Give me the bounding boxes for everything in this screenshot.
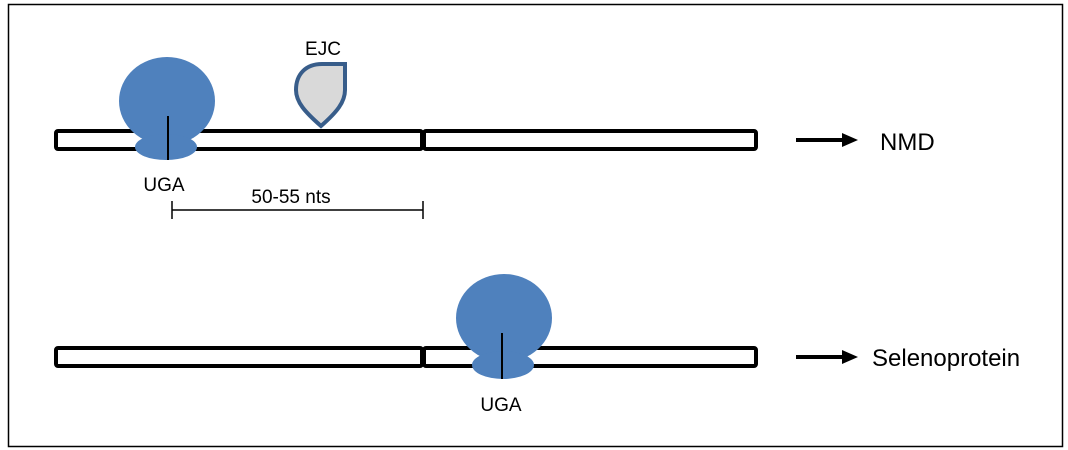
distance-label: 50-55 nts [251,187,330,208]
bottom-outcome-label: Selenoprotein [872,345,1020,372]
bottom-arrow-head [842,350,858,364]
ejc-label: EJC [305,39,341,60]
top-codon-label: UGA [143,175,185,196]
bottom-panel: UGA Selenoprotein [54,274,1020,416]
top-panel: EJC UGA 50-55 nts NMD [54,39,935,219]
top-ribosome [119,57,215,160]
bottom-arrow [796,350,858,364]
top-mrna-exon-1 [54,129,424,151]
top-mrna-exon-2 [422,129,758,151]
distance-bracket [171,201,424,219]
top-outcome-label: NMD [880,129,935,156]
ribosome-small-subunit [135,134,197,160]
top-arrow [796,133,858,147]
top-arrow-head [842,133,858,147]
bottom-codon-label: UGA [480,395,522,416]
ribosome-large-subunit [119,57,215,145]
bottom-ribosome [456,274,552,379]
ribosome-large-subunit [456,274,552,362]
ejc-icon [293,62,347,129]
bottom-mrna-exon-1 [54,346,424,368]
